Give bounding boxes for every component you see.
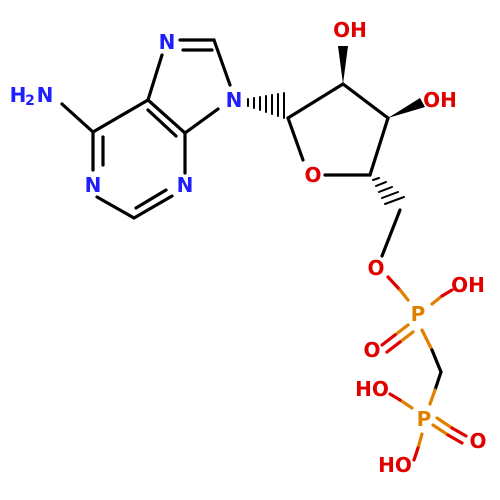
bond: [380, 208, 402, 258]
ribose-bonds: [247, 46, 425, 258]
purine-bonds: [60, 38, 232, 220]
bond: [431, 423, 450, 437]
hydroxyl-beta-upper-label: HO: [355, 377, 389, 401]
bond: [60, 102, 95, 134]
oxygen-5prime-label: O: [367, 256, 384, 280]
bond: [341, 82, 390, 120]
bond: [286, 82, 345, 120]
bond: [430, 348, 443, 374]
amine-n-label: N: [37, 83, 54, 107]
bond: [412, 446, 420, 462]
wedge-bond: [338, 46, 348, 84]
bond: [146, 98, 187, 135]
bond: [430, 294, 444, 306]
bond: [132, 194, 174, 220]
hashed-wedge-bond: [372, 177, 405, 205]
bond: [134, 188, 168, 210]
bond: [450, 426, 468, 438]
bond: [95, 195, 136, 220]
bond: [183, 107, 220, 135]
hydroxyl-alpha-label: OH: [451, 273, 485, 297]
n9-label: N: [226, 88, 243, 112]
hydroxyl-2prime-label: OH: [333, 18, 367, 42]
ring-oxygen-label: O: [304, 163, 321, 187]
bond: [146, 53, 164, 102]
bond: [435, 416, 454, 430]
phosphorus-beta-label: P: [417, 407, 432, 431]
bond: [386, 275, 402, 292]
phosphonate-bonds: [380, 275, 468, 462]
hydroxyl-beta-lower-label: HO: [378, 453, 412, 477]
amine-h-label: H: [10, 83, 27, 107]
wedge-bond: [388, 98, 425, 118]
bond: [416, 432, 424, 450]
bond: [388, 392, 402, 402]
bond: [398, 398, 414, 410]
bond: [380, 333, 397, 347]
n7-label: N: [159, 30, 176, 54]
oxygen-alpha-double-label: O: [363, 338, 380, 362]
bond: [385, 340, 402, 354]
bond: [440, 288, 454, 298]
bond: [398, 288, 410, 302]
bond: [368, 116, 390, 177]
n1-label: N: [85, 173, 102, 197]
bond: [446, 433, 464, 445]
bond: [286, 116, 305, 162]
bond: [420, 328, 434, 352]
bond: [428, 388, 437, 406]
bond: [398, 330, 415, 344]
amine-subscript: 2: [25, 93, 35, 109]
atom-labels: H 2 N N N N N O OH OH O P OH O P HO O HO: [10, 18, 487, 477]
bond: [146, 108, 178, 138]
hydroxyl-3prime-label: OH: [423, 88, 457, 112]
bond: [433, 370, 443, 392]
phosphorus-alpha-label: P: [411, 302, 426, 326]
n3-label: N: [177, 173, 194, 197]
oxygen-beta-double-label: O: [469, 429, 486, 453]
bond: [212, 38, 232, 87]
bond: [393, 323, 410, 337]
hashed-wedge-bond: [247, 92, 285, 119]
bond: [91, 98, 150, 134]
